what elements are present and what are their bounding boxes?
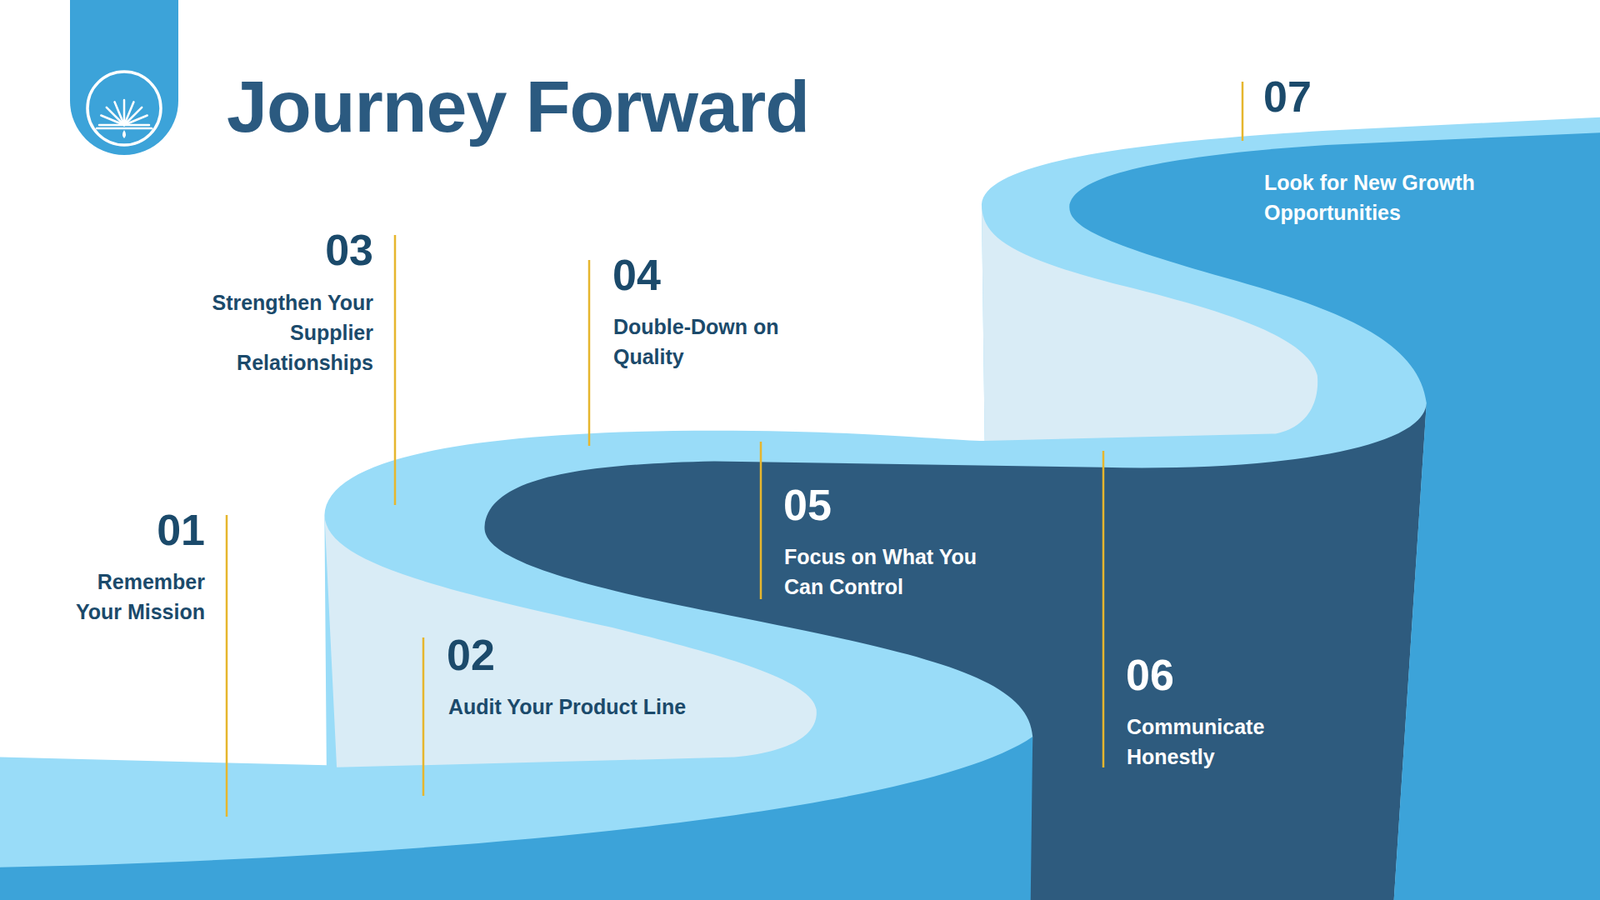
step-label: Double-Down on Quality: [613, 311, 835, 372]
dark-wall: [484, 403, 1426, 900]
logo-tab: [70, 0, 179, 155]
step-number: 04: [612, 253, 661, 297]
step-label: Focus on What You Can Control: [784, 541, 1022, 602]
leader-lines: [226, 81, 1243, 817]
step-number: 05: [783, 483, 832, 527]
front-wall: [0, 736, 1033, 900]
step-label: Strengthen Your Supplier Relationships: [169, 287, 374, 378]
step-label: Communicate Honestly: [1126, 711, 1323, 772]
front-wall: [1069, 132, 1600, 900]
step-number: 01: [156, 508, 205, 552]
step-number: 07: [1263, 75, 1312, 119]
step-number: 06: [1125, 653, 1175, 697]
step-label: Remember Your Mission: [46, 566, 205, 627]
step-label: Look for New Growth Opportunities: [1264, 167, 1531, 228]
step-label: Audit Your Product Line: [448, 691, 799, 722]
diagram-title: Journey Forward: [226, 70, 810, 144]
step-number: 02: [446, 633, 495, 677]
ribbon-top: [0, 117, 1600, 900]
step-number: 03: [325, 228, 374, 272]
